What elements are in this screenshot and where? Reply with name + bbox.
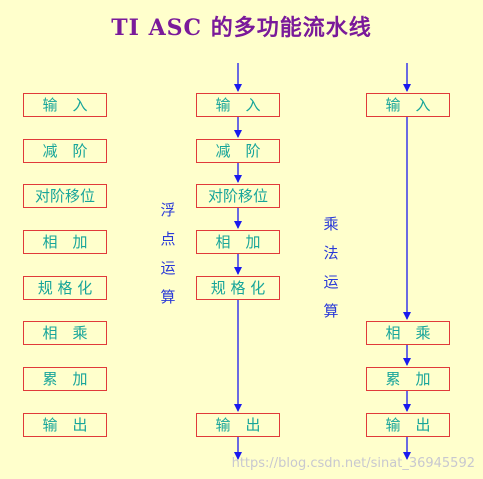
mul-stage-input: 输 入: [366, 93, 450, 117]
stage-multiply: 相 乘: [23, 321, 107, 345]
stage-input: 输 入: [23, 93, 107, 117]
stage-add: 相 加: [23, 230, 107, 254]
watermark: https://blog.csdn.net/sinat_36945592: [231, 456, 475, 471]
stage-align-shift: 对阶移位: [23, 184, 107, 208]
stage-accumulate: 累 加: [23, 367, 107, 391]
fp-stage-exp-sub: 减 阶: [196, 139, 280, 163]
mul-stage-accumulate: 累 加: [366, 367, 450, 391]
fp-stage-align-shift: 对阶移位: [196, 184, 280, 208]
diagram-title: TI ASC 的多功能流水线: [111, 15, 372, 41]
mul-stage-output: 输 出: [366, 413, 450, 437]
fp-stage-input: 输 入: [196, 93, 280, 117]
mul-op-label: 乘法运算: [323, 215, 339, 320]
fp-stage-add: 相 加: [196, 230, 280, 254]
mul-stage-multiply: 相 乘: [366, 321, 450, 345]
stage-exp-sub: 减 阶: [23, 139, 107, 163]
fp-stage-normalize: 规 格 化: [196, 276, 280, 300]
fp-stage-output: 输 出: [196, 413, 280, 437]
stage-normalize: 规 格 化: [23, 276, 107, 300]
stage-output: 输 出: [23, 413, 107, 437]
float-op-label: 浮点运算: [160, 201, 176, 306]
